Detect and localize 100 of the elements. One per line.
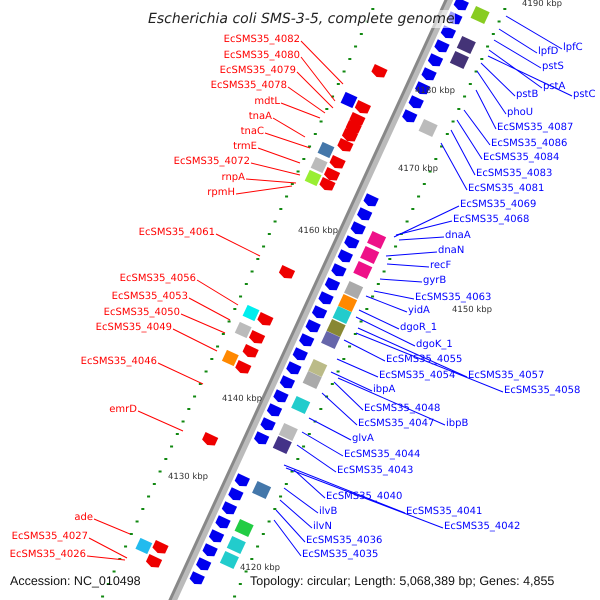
leader-line [216,234,260,256]
leader-line [296,444,336,472]
leader-line [498,28,538,54]
leader-line [284,488,318,514]
gene-label: rnpA [222,171,245,184]
leader-line [380,278,422,282]
leader-line [330,372,372,392]
gene-label: EcSMS35_4047 [358,417,434,430]
gene-label: trmE [233,140,257,153]
leader-line [398,236,444,240]
gene-label: EcSMS35_4080 [224,49,300,62]
leader-line [236,186,292,194]
gene-label: ilvN [313,520,332,533]
gene-label: EcSMS35_4069 [460,198,536,211]
leader-line [300,56,336,102]
gene-label: phoU [507,106,534,119]
scale-label: 4150 kbp [452,305,492,316]
scale-label: 4120 kbp [240,563,280,574]
leader-line [386,252,438,256]
leader-line [396,220,452,236]
leader-line [158,362,204,384]
leader-line [172,328,218,352]
leader-line [180,314,226,334]
gene-label: EcSMS35_4053 [112,290,188,303]
gene-label: lpfC [563,41,583,54]
leader-line [476,70,506,114]
leader-line [356,316,416,346]
leader-line [464,110,490,146]
leader-line [494,40,542,68]
gene-label: EcSMS35_4057 [468,369,544,382]
leader-line [286,468,444,528]
leader-line [274,520,302,556]
gene-label: EcSMS35_4049 [96,321,172,334]
gene-label: dgoR_1 [400,321,438,334]
leader-line [358,310,400,330]
gene-label: dnaA [445,229,471,242]
leader-line [374,290,414,300]
leader-line [288,86,326,114]
gene-label: EcSMS35_4086 [491,137,568,150]
gene-label: EcSMS35_4083 [476,167,552,180]
leader-line [294,470,326,498]
leader-line [506,16,562,50]
gene-label: EcSMS35_4078 [210,79,287,92]
gene-label: EcSMS35_4058 [504,384,580,397]
gene-label: EcSMS35_4043 [337,464,414,477]
gene-label: pstS [542,60,564,73]
leader-line [356,332,504,392]
footer-text: Topology: circular; Length: 5,068,389 bp; Genes: 4,855 [250,573,554,589]
scale-label: 4170 kbp [398,164,438,175]
title: Escherichia coli SMS-3-5, complete genome [148,10,455,28]
gene-label: recF [430,259,452,272]
leader-line [284,464,406,514]
gene-label: ibpB [446,417,468,430]
leader-line [308,418,352,440]
leader-line [188,298,230,320]
leader-line [88,538,128,558]
leader-line [334,382,364,410]
leader-line [300,40,344,84]
gene-label: emrD [109,403,137,416]
leader-line [366,296,408,312]
leader-line [344,340,386,362]
gene-label: EcSMS35_4027 [12,530,88,543]
gene-label: EcSMS35_4044 [344,448,420,461]
leader-line [394,206,460,238]
leader-line [264,132,310,148]
leader-line [358,328,468,378]
gene-label: EcSMS35_4084 [483,151,560,164]
gene-label: ilvB [319,505,338,518]
scale-label: 4160 kbp [298,226,338,237]
leader-line [480,62,516,96]
gene-label: EcSMS35_4079 [220,64,296,77]
gene-label: pstB [516,88,538,101]
gene-label: EcSMS35_4046 [80,355,157,368]
leader-line [450,130,476,176]
leader-line [336,358,378,378]
leader-line [302,432,344,456]
gene-label: pstC [573,88,596,101]
gene-label: EcSMS35_4042 [444,520,520,533]
scale-label: 4140 kbp [222,394,262,405]
gene-label: EcSMS35_4063 [415,291,492,304]
leader-line [488,50,542,88]
footer-text: Accession: NC_010498 [10,573,141,589]
gene-label: EcSMS35_4054 [379,369,456,382]
gene-label: EcSMS35_4087 [497,121,574,134]
leader-line [138,410,184,432]
gene-label: ibpA [373,383,396,396]
leader-line [488,56,572,96]
leader-line [246,178,296,184]
leader-line [86,556,126,560]
gene-label: EcSMS35_4061 [138,226,215,239]
gene-label: dnaN [438,244,464,257]
gene-label: gyrB [423,274,446,287]
leader-line [338,378,446,426]
gene-label: EcSMS35_4041 [406,505,482,518]
leader-line [94,518,130,534]
gene-label: EcSMS35_4036 [306,534,382,547]
leader-line [258,148,300,164]
gene-label: tnaA [248,110,272,123]
gene-label: EcSMS35_4056 [120,272,196,285]
leader-line [322,392,358,426]
